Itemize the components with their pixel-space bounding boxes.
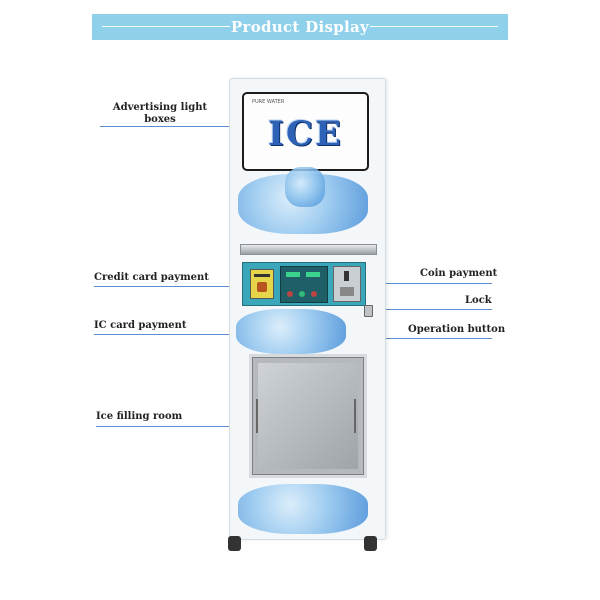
leader-ic-card: [94, 334, 294, 335]
ic-card-pad[interactable]: [257, 282, 267, 292]
ice-splash-bottom: [238, 484, 368, 534]
coin-slot[interactable]: [344, 271, 349, 281]
operation-button[interactable]: [299, 291, 305, 297]
ice-vending-machine: PURE WATER ICE: [229, 78, 386, 540]
card-slot: [254, 274, 270, 277]
callout-operation: Operation button: [408, 324, 506, 335]
leader-ice-room: [96, 426, 256, 427]
leader-coin: [352, 283, 492, 284]
ice-outlet-slot: [240, 244, 377, 255]
banner-title: Product Display: [230, 18, 370, 36]
ad-small-text: PURE WATER: [252, 99, 285, 105]
credit-card-reader-icon[interactable]: [250, 269, 274, 299]
callout-coin: Coin payment: [420, 268, 498, 279]
display-segment: [286, 272, 300, 277]
callout-lock: Lock: [465, 295, 492, 306]
ice-splash-middle: [236, 309, 346, 354]
leader-operation: [300, 338, 492, 339]
banner-left-rule: [102, 26, 230, 27]
operation-button[interactable]: [311, 291, 317, 297]
ad-ice-text: ICE: [268, 114, 343, 154]
callout-ice-room: Ice filling room: [96, 411, 183, 422]
caster-wheel: [364, 536, 377, 551]
callout-advertising-line2: boxes: [144, 114, 176, 125]
coin-acceptor-icon[interactable]: [333, 266, 361, 302]
coin-return[interactable]: [340, 287, 354, 296]
operation-button[interactable]: [287, 291, 293, 297]
display-segment: [306, 272, 320, 277]
control-display: [280, 266, 328, 303]
banner-right-rule: [370, 26, 498, 27]
leader-advertising: [100, 126, 236, 127]
leader-lock: [375, 309, 492, 310]
leader-credit-card: [94, 286, 248, 287]
section-banner: Product Display: [92, 14, 508, 40]
room-glass-door: [258, 363, 358, 469]
callout-ic-card: IC card payment: [94, 320, 187, 331]
ice-cube-icon: [285, 167, 325, 207]
callout-advertising: Advertising light boxes: [112, 102, 208, 126]
callout-credit-card: Credit card payment: [94, 272, 209, 283]
door-handle[interactable]: [256, 399, 258, 433]
callout-advertising-line1: Advertising light: [112, 102, 208, 113]
caster-wheel: [228, 536, 241, 551]
lock-icon[interactable]: [364, 305, 373, 317]
ice-filling-room[interactable]: [249, 354, 367, 478]
payment-panel: [242, 262, 366, 306]
door-handle[interactable]: [354, 399, 356, 433]
advertising-light-box: PURE WATER ICE: [242, 92, 369, 171]
